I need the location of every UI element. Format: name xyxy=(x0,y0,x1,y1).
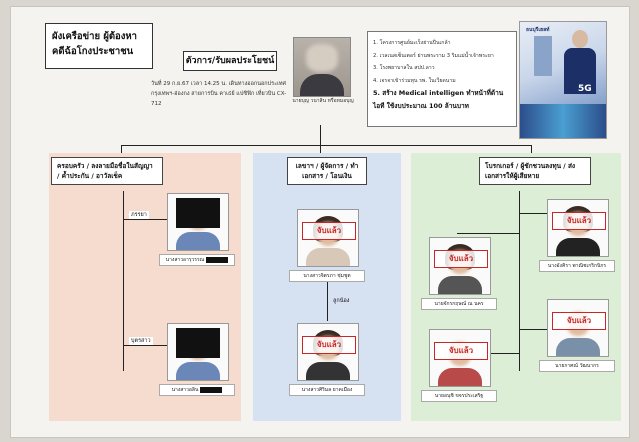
name-redaction xyxy=(200,386,223,393)
person-photo xyxy=(167,323,229,381)
poster-building xyxy=(534,36,552,76)
redaction-block xyxy=(176,198,220,228)
person-name: นายกาศณ์ วัฒนากร xyxy=(539,360,615,372)
connector-line xyxy=(123,191,124,371)
poster-person-head xyxy=(572,30,588,48)
person-card: จับแล้ว นางอังคิรา พาณิชเกริกนิกร xyxy=(539,199,615,272)
connector-line xyxy=(519,191,520,371)
project-item: 3. โรงพยาบาลใน สปป.ลาว xyxy=(373,65,435,71)
connector-line xyxy=(519,213,559,214)
secretary-panel: เลขาฯ / ผู้จัดการ / ทำเอกสาร / โอนเงิน ล… xyxy=(253,153,401,421)
poster-person-body xyxy=(564,48,596,94)
person-name: นางสาวอลิน xyxy=(159,384,235,396)
shirt xyxy=(306,248,350,266)
arrested-stamp: จับแล้ว xyxy=(302,222,356,240)
person-card: นางสาวอารุวรรณ xyxy=(159,193,235,266)
person-photo: จับแล้ว xyxy=(547,199,609,257)
shirt xyxy=(438,368,482,386)
role-label: ตัวการ/รับผลประโยชน์ xyxy=(183,51,277,71)
arrested-stamp: จับแล้ว xyxy=(434,342,488,360)
person-card: จับแล้ว นายจักรกฤษณ์ ณ นคร xyxy=(421,237,497,310)
person-name: นายอนุชิ ขจรประเสริฐ xyxy=(421,390,497,402)
person-name: นางอังคิรา พาณิชเกริกนิกร xyxy=(539,260,615,272)
arrested-stamp: จับแล้ว xyxy=(552,312,606,330)
person-card: จับแล้ว นายกาศณ์ วัฒนากร xyxy=(539,299,615,372)
person-photo: จับแล้ว xyxy=(297,209,359,267)
connector-line xyxy=(123,345,173,346)
connector-line xyxy=(320,145,321,155)
org-chart-page: ผังเครือข่าย ผู้ต้องหาคดีฉ้อโกงประชาชน ต… xyxy=(10,6,630,438)
connector-line xyxy=(320,125,321,145)
relation-label: ภรรยา xyxy=(129,211,149,219)
project-item: 2. เวลเนสเซ็นเตอร์ ย่านพระราม 3 ริมแม่น้… xyxy=(373,52,494,59)
shirt xyxy=(556,338,600,356)
connector-line xyxy=(123,219,173,220)
shirt xyxy=(176,362,220,380)
family-panel-header: ครอบครัว / ลงลายมือชื่อในสัญญา / ค้ำประก… xyxy=(51,157,163,185)
shirt xyxy=(176,232,220,250)
person-card: จับแล้ว นางสาวจิตรภา ชุ่มชูต xyxy=(289,209,365,282)
poster-banner xyxy=(520,104,606,138)
relation-label: ลูกน้อง xyxy=(333,298,350,304)
project-item: 1. โครงการศูนย์มะเร็งย่านปิ่นเกล้า xyxy=(373,40,451,46)
connector-line xyxy=(121,145,122,155)
person-name: นายจักรกฤษณ์ ณ นคร xyxy=(421,298,497,310)
person-name: นางสาวจิตรภา ชุ่มชูต xyxy=(289,270,365,282)
connector-line xyxy=(457,233,519,234)
arrested-stamp: จับแล้ว xyxy=(434,250,488,268)
project-item: 5. สร้าง Medical intelligen ทำหน้าที่ด้า… xyxy=(373,89,504,110)
person-card: จับแล้ว นางสาวศิริมล ยาคเมือง xyxy=(289,323,365,396)
poster-brand: ธนบุรีเฮลท์ xyxy=(526,27,550,33)
name-redaction xyxy=(206,256,229,263)
person-photo: จับแล้ว xyxy=(429,329,491,387)
connector-line xyxy=(327,281,328,321)
family-panel: ครอบครัว / ลงลายมือชื่อในสัญญา / ค้ำประก… xyxy=(49,153,241,421)
chart-title: ผังเครือข่าย ผู้ต้องหาคดีฉ้อโกงประชาชน xyxy=(45,23,153,69)
connector-line xyxy=(519,329,559,330)
person-name: นางสาวศิริมล ยาคเมือง xyxy=(289,384,365,396)
shirt xyxy=(556,238,600,256)
blurred-face xyxy=(306,44,338,72)
shirt xyxy=(438,276,482,294)
person-photo: จับแล้ว xyxy=(547,299,609,357)
broker-panel: โบรกเกอร์ / ผู้ชักชวนลงทุน / ส่งเอกสารให… xyxy=(411,153,621,421)
poster-mark: 5G xyxy=(578,84,592,94)
projects-list: 1. โครงการศูนย์มะเร็งย่านปิ่นเกล้า 2. เว… xyxy=(367,31,517,127)
arrested-stamp: จับแล้ว xyxy=(552,212,606,230)
departure-note: วันที่ 29 ก.ย.67 เวลา 14.25 น. เดินทางออ… xyxy=(151,81,287,107)
person-card: นางสาวอลิน xyxy=(159,323,235,396)
secretary-panel-header: เลขาฯ / ผู้จัดการ / ทำเอกสาร / โอนเงิน xyxy=(287,157,367,185)
shirt xyxy=(306,362,350,380)
promo-poster: ธนบุรีเฮลท์ 5G xyxy=(519,21,607,139)
broker-panel-header: โบรกเกอร์ / ผู้ชักชวนลงทุน / ส่งเอกสารให… xyxy=(479,157,591,185)
main-suspect-photo xyxy=(293,37,351,97)
suit-shape xyxy=(300,74,344,96)
redaction-block xyxy=(176,328,220,358)
connector-line xyxy=(121,145,531,146)
person-photo: จับแล้ว xyxy=(429,237,491,295)
person-card: จับแล้ว นายอนุชิ ขจรประเสริฐ xyxy=(421,329,497,402)
person-photo: จับแล้ว xyxy=(297,323,359,381)
project-item: 4. เจรจาเข้าร่วมทุน รพ. ในเวียดนาม xyxy=(373,77,456,84)
arrested-stamp: จับแล้ว xyxy=(302,336,356,354)
person-name: นางสาวอารุวรรณ xyxy=(159,254,235,266)
main-suspect-name: นายบุญ วนาสิน หรือหมอบุญ xyxy=(292,98,354,104)
connector-line xyxy=(531,145,532,155)
relation-label: บุตรสาว xyxy=(129,337,153,345)
person-photo xyxy=(167,193,229,251)
